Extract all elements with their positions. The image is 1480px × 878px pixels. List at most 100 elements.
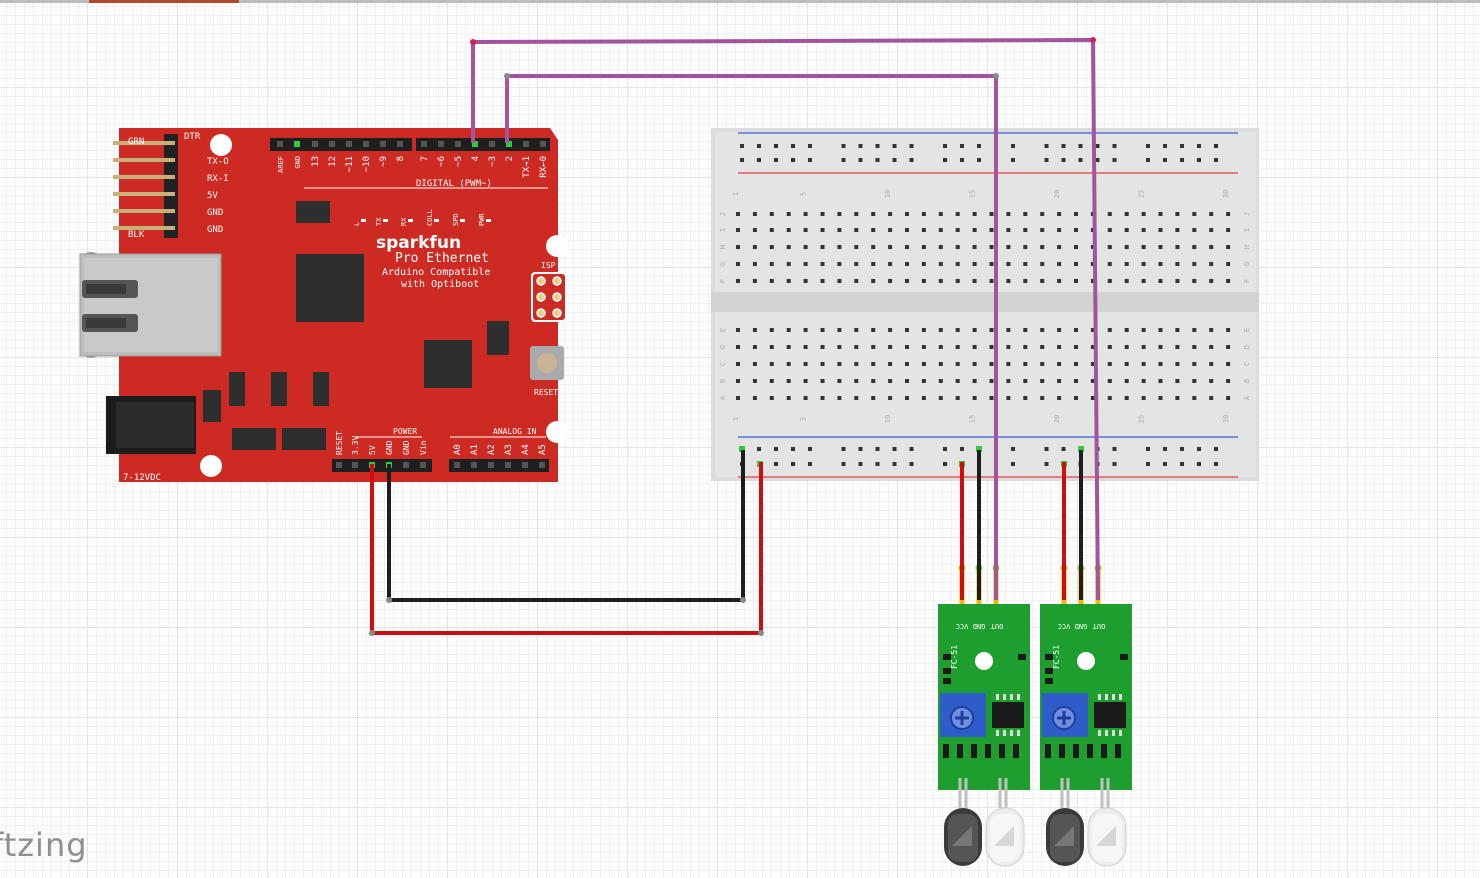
breadboard-hole[interactable] (1107, 362, 1112, 366)
digital-pin-hole[interactable] (421, 141, 427, 147)
rail-hole[interactable] (791, 158, 795, 162)
breadboard-hole[interactable] (1141, 328, 1146, 332)
breadboard-hole[interactable] (820, 262, 825, 266)
breadboard-hole[interactable] (1226, 262, 1231, 266)
breadboard-hole[interactable] (871, 228, 876, 232)
breadboard-hole[interactable] (736, 212, 740, 216)
breadboard-hole[interactable] (1074, 245, 1078, 249)
breadboard-hole[interactable] (1040, 379, 1045, 383)
breadboard-hole[interactable] (752, 262, 757, 266)
rail-hole[interactable] (909, 462, 914, 466)
rail-hole[interactable] (909, 158, 914, 162)
breadboard-hole[interactable] (905, 279, 909, 283)
breadboard-hole[interactable] (888, 362, 893, 366)
rail-hole[interactable] (1197, 447, 1201, 451)
breadboard-hole[interactable] (1124, 245, 1129, 249)
isp-pin[interactable] (552, 292, 562, 302)
breadboard-hole[interactable] (837, 262, 842, 266)
rail-hole[interactable] (1146, 144, 1150, 148)
breadboard-hole[interactable] (1175, 279, 1180, 283)
breadboard-hole[interactable] (888, 245, 893, 249)
rail-hole[interactable] (1112, 447, 1117, 451)
breadboard-hole[interactable] (921, 345, 926, 349)
rail-hole[interactable] (1011, 447, 1015, 451)
rail-hole[interactable] (1146, 447, 1150, 451)
breadboard-hole[interactable] (1192, 396, 1197, 400)
rail-hole[interactable] (1180, 158, 1184, 162)
rail-hole[interactable] (1163, 158, 1167, 162)
rail-hole[interactable] (841, 462, 846, 466)
breadboard-hole[interactable] (938, 245, 943, 249)
breadboard-hole[interactable] (972, 212, 977, 216)
breadboard-hole[interactable] (1209, 245, 1214, 249)
breadboard-hole[interactable] (736, 328, 740, 332)
breadboard-hole[interactable] (752, 328, 757, 332)
breadboard-hole[interactable] (1023, 345, 1028, 349)
breadboard-hole[interactable] (820, 345, 825, 349)
breadboard-hole[interactable] (1158, 379, 1163, 383)
breadboard-hole[interactable] (837, 362, 842, 366)
breadboard-hole[interactable] (989, 262, 994, 266)
breadboard-hole[interactable] (820, 245, 825, 249)
breadboard-hole[interactable] (1040, 345, 1045, 349)
breadboard-hole[interactable] (972, 245, 977, 249)
breadboard-hole[interactable] (837, 328, 842, 332)
breadboard-hole[interactable] (786, 228, 791, 232)
breadboard-hole[interactable] (854, 345, 859, 349)
breadboard-hole[interactable] (955, 245, 960, 249)
breadboard-hole[interactable] (769, 279, 774, 283)
rail-hole[interactable] (774, 462, 778, 466)
breadboard-hole[interactable] (854, 262, 859, 266)
breadboard-hole[interactable] (1209, 228, 1214, 232)
breadboard-hole[interactable] (1192, 228, 1197, 232)
digital-pin-hole[interactable] (397, 141, 403, 147)
breadboard-hole[interactable] (736, 262, 740, 266)
breadboard-hole[interactable] (1141, 228, 1146, 232)
rail-hole[interactable] (960, 158, 964, 162)
breadboard-hole[interactable] (921, 262, 926, 266)
ftdi-pin[interactable] (113, 226, 175, 230)
breadboard-hole[interactable] (769, 245, 774, 249)
breadboard-hole[interactable] (888, 279, 893, 283)
rail-hole[interactable] (875, 144, 880, 148)
rail-hole[interactable] (943, 158, 947, 162)
rail-hole[interactable] (858, 447, 863, 451)
breadboard-hole[interactable] (1141, 262, 1146, 266)
breadboard-hole[interactable] (972, 396, 977, 400)
breadboard-hole[interactable] (1074, 345, 1078, 349)
rail-hole[interactable] (841, 447, 846, 451)
breadboard-hole[interactable] (1090, 279, 1095, 283)
rail-hole[interactable] (1078, 158, 1083, 162)
breadboard-hole[interactable] (1158, 212, 1163, 216)
breadboard-hole[interactable] (1124, 345, 1129, 349)
breadboard-hole[interactable] (1040, 212, 1045, 216)
wire-bendpoint[interactable] (504, 73, 510, 79)
breadboard-hole[interactable] (786, 262, 791, 266)
breadboard-hole[interactable] (803, 328, 808, 332)
breadboard-hole[interactable] (854, 212, 859, 216)
breadboard-hole[interactable] (905, 262, 909, 266)
rail-hole[interactable] (960, 144, 964, 148)
breadboard-hole[interactable] (769, 262, 774, 266)
breadboard-hole[interactable] (1175, 362, 1180, 366)
breadboard-hole[interactable] (752, 345, 757, 349)
breadboard-hole[interactable] (803, 362, 808, 366)
digital-header[interactable] (270, 138, 550, 151)
breadboard-hole[interactable] (837, 212, 842, 216)
breadboard-hole[interactable] (1141, 212, 1146, 216)
rail-hole[interactable] (858, 144, 863, 148)
breadboard-hole[interactable] (820, 362, 825, 366)
breadboard-hole[interactable] (1023, 228, 1028, 232)
isp-pin[interactable] (536, 308, 546, 318)
digital-pin-hole[interactable] (540, 141, 546, 147)
breadboard-hole[interactable] (1074, 362, 1078, 366)
breadboard-hole[interactable] (1158, 245, 1163, 249)
breadboard-hole[interactable] (905, 328, 909, 332)
breadboard-hole[interactable] (921, 228, 926, 232)
breadboard-hole[interactable] (1090, 379, 1095, 383)
breadboard-hole[interactable] (1023, 262, 1028, 266)
rail-hole[interactable] (808, 144, 812, 148)
breadboard-hole[interactable] (803, 228, 808, 232)
power-pin-hole[interactable] (403, 462, 409, 468)
breadboard-hole[interactable] (820, 379, 825, 383)
